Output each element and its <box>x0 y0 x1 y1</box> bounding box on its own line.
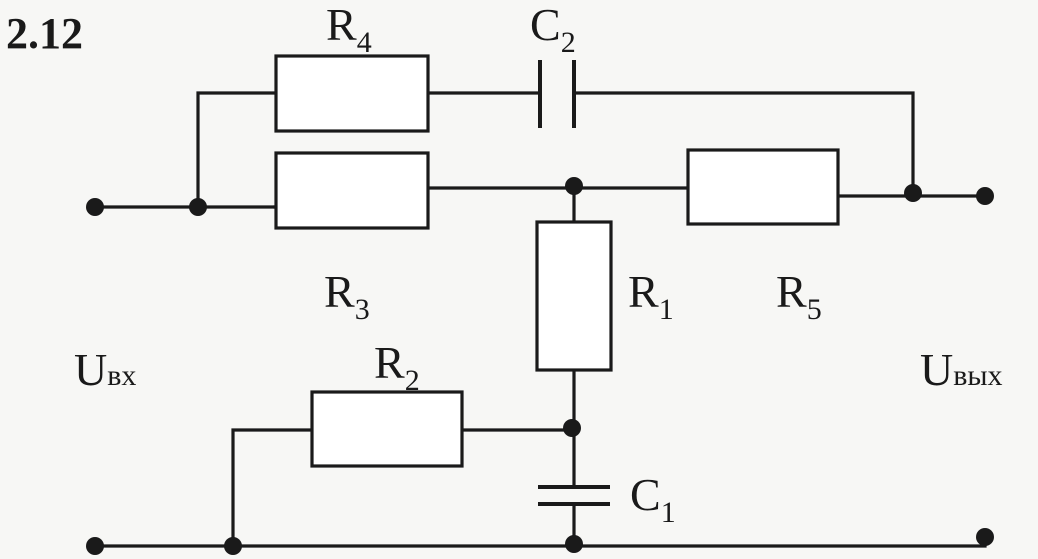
nodes <box>86 177 994 555</box>
junction-dot <box>904 184 922 202</box>
label-c2: C2 <box>530 0 576 59</box>
label-r4: R4 <box>326 0 372 59</box>
input-terminal-top <box>86 198 104 216</box>
junction-dot <box>565 535 583 553</box>
resistor-r1 <box>535 220 613 372</box>
output-terminal-bottom <box>976 528 994 546</box>
junction-dot <box>189 198 207 216</box>
problem-number: 2.12 <box>6 9 83 58</box>
input-terminal-bottom <box>86 537 104 555</box>
resistor-r5 <box>686 148 840 226</box>
resistor-r2 <box>310 390 464 468</box>
junction-dot <box>563 419 581 437</box>
label-u-output: Uвых <box>920 344 1003 395</box>
capacitor-c1 <box>538 485 610 506</box>
resistor-r4 <box>274 54 430 133</box>
label-r5: R5 <box>776 266 822 326</box>
junction-dot <box>565 177 583 195</box>
label-r2: R2 <box>374 337 420 397</box>
capacitor-c2 <box>538 60 576 128</box>
label-r1: R1 <box>628 266 674 326</box>
label-u-input: Uвх <box>74 344 136 395</box>
output-terminal-top <box>976 187 994 205</box>
resistor-r3 <box>274 151 430 230</box>
label-r3: R3 <box>324 266 370 326</box>
label-c1: C1 <box>630 469 676 529</box>
junction-dot <box>224 537 242 555</box>
wires <box>93 91 987 548</box>
